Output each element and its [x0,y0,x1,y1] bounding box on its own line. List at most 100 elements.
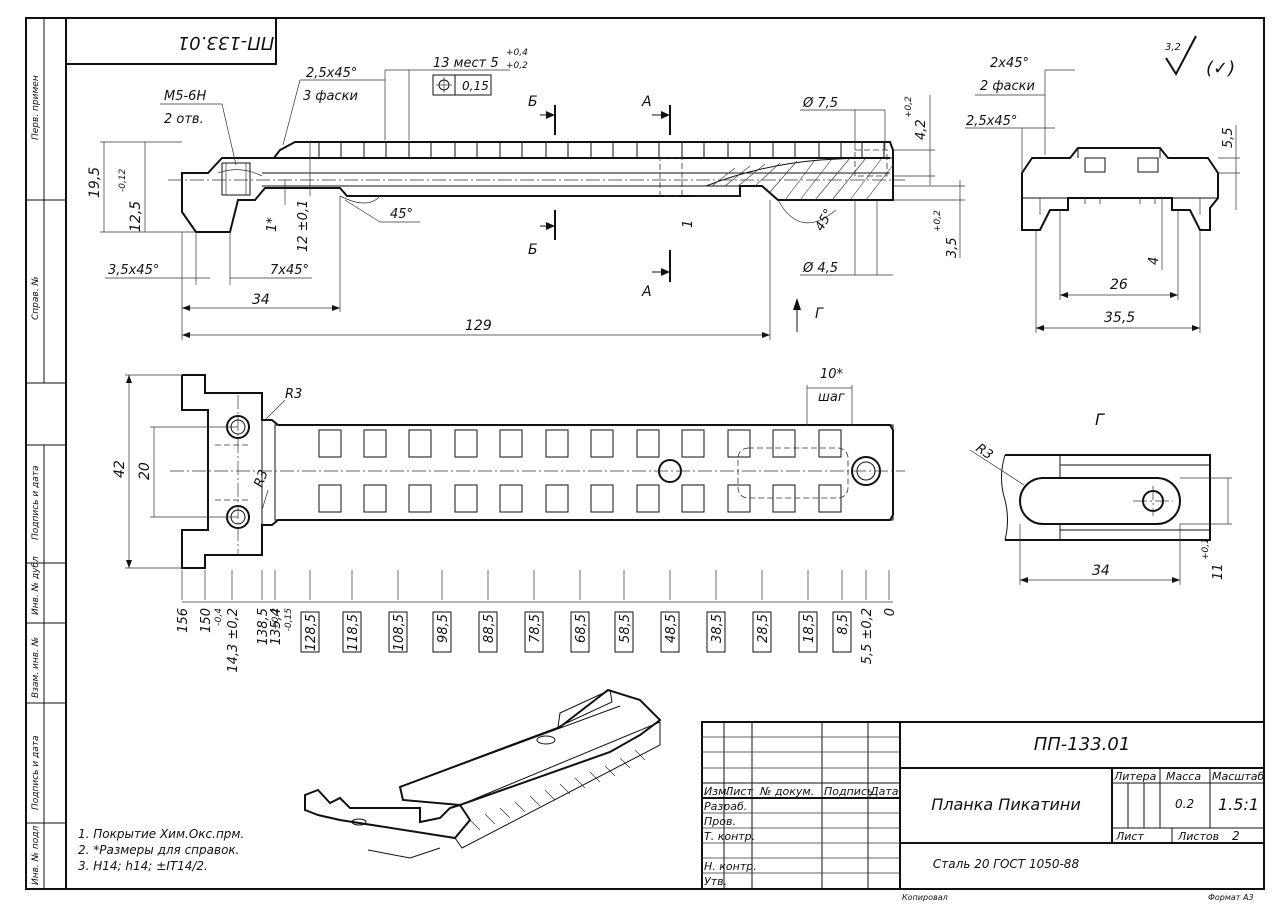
ordinate-label: 48,5 [664,614,679,643]
thread-count: 2 отв. [164,112,204,127]
section-a-top: А [641,94,652,110]
col-sign: Подпись [824,785,873,798]
diameter-4-5: Ø 4,5 [802,261,838,276]
ordinate-label: 14,3 ±0,2 [226,608,241,673]
top-slots-row-1 [318,429,842,458]
top-view [170,374,905,569]
chamfer-a-count: 3 фаски [303,89,358,104]
part-name: Планка Пикатини [931,795,1081,814]
list-label: Лист [1115,830,1144,843]
thread-label: М5-6H [164,89,206,104]
mass-value: 0.2 [1175,797,1194,811]
designation: ПП-133.01 [1034,734,1131,755]
section-b-bottom: Б [528,242,538,258]
places-tol-dn: +0,2 [506,61,528,71]
ordinate-box [524,611,544,653]
ordinate-box [388,611,408,653]
dim-4-2: 4,2 [914,119,929,140]
detail-dim-11: 11 [1211,563,1226,580]
ordinate-box [614,611,634,653]
ordinate-label: 118,5 [346,614,361,651]
col-date: Дата [869,785,899,798]
dim-12-5: 12,5 [128,201,144,232]
sheet-frame [25,17,1265,890]
chamfer-2x45-count: 2 фаски [980,79,1035,94]
strip-inv-podl: Инв. № подл [31,826,41,885]
dim-3-5: 3,5 [945,237,960,258]
dim-42: 42 [112,460,128,478]
notes: 1. Покрытие Хим.Окс.прм. 2. *Размеры для… [78,827,244,873]
ordinate-label: 88,5 [482,614,497,643]
ordinate-box [798,611,818,653]
top-stamp-text: ПП-133.01 [178,32,275,53]
chamfer-2-5: 2,5x45° [966,114,1017,129]
dim-35-5: 35,5 [1104,310,1135,326]
ordinate-box [660,611,680,653]
dim-3-5-tol: +0,2 [933,210,943,232]
diameter-7-5: Ø 7,5 [802,96,838,111]
isometric-view [304,688,662,859]
ordinate-box [478,611,498,653]
detail-g: Г R3 34 11 +0,1 [969,410,1232,585]
side-view-dims: 2x45° 2 фаски 2,5x45° 5,5 4 26 35,5 [965,56,1240,333]
ordinate-label: 150 [199,608,214,633]
kopiroval: Копировал [902,893,948,902]
dim-4-2-tol: +0,2 [904,96,914,118]
ordinate-box [300,611,320,653]
row-utv: Утв. [704,875,727,888]
ordinate-label: 135,4 [269,608,284,645]
ordinate-label: 58,5 [618,614,633,643]
roughness-value: 3,2 [1165,42,1181,53]
ordinate-box [752,611,772,653]
places-label: 13 мест 5 [433,56,499,71]
ordinate-box [832,611,852,653]
r3-b: R3 [252,468,272,489]
dim-129: 129 [465,318,492,334]
chamfer-a: 2,5x45° [306,66,357,81]
dim-12-5-tol: -0,12 [118,168,128,192]
listov-value: 2 [1232,829,1240,843]
col-izm: Изм. [704,785,730,798]
ordinate-box [570,611,590,653]
note-1: 1. Покрытие Хим.Окс.прм. [78,827,244,841]
detail-dim-34: 34 [1092,563,1110,579]
r3-a: R3 [285,387,302,402]
section-a-bottom: А [641,284,652,300]
ordinate-label: 156 [176,608,191,633]
scale-value: 1.5:1 [1218,795,1259,814]
detail-r3: R3 [973,441,996,463]
strip-podpis-1: Подпись и дата [31,465,41,540]
ordinate-label: 108,5 [392,614,407,651]
strip-sprav: Справ. № [31,276,41,320]
ordinate-label: 8,5 [836,614,851,635]
front-view [168,141,905,233]
ordinate-tolerance: -0,15 [284,608,294,632]
dim-1-star: 1* [265,217,280,232]
ordinate-label: 78,5 [528,614,543,643]
massa-label: Масса [1166,770,1201,783]
col-doc: № докум. [759,785,814,798]
strip-perv-primen: Перв. примен [31,75,41,140]
dim-19-5: 19,5 [87,167,103,198]
ordinate-label: 5,5 ±0,2 [860,608,875,664]
places-tol-up: +0,4 [506,48,528,58]
ordinate-label: 18,5 [802,614,817,643]
ordinate-label: 28,5 [756,614,771,643]
section-hatch [711,157,894,201]
side-view [1021,147,1219,231]
ordinate-label: 68,5 [574,614,589,643]
dim-34: 34 [252,292,270,308]
masshtab-label: Масштаб [1212,770,1264,783]
row-razrab: Разраб. [704,800,747,813]
top-view-dims: 42 20 R3 R3 10* шаг [112,367,853,569]
strip-podpis-2: Подпись и дата [31,735,41,810]
note-2: 2. *Размеры для справок. [78,843,239,857]
row-nkontr: Н. контр. [704,860,757,873]
row-tkontr: Т. контр. [704,830,755,843]
strip-inv-dubl: Инв. № дубл [31,556,41,615]
side-strip-labels: Перв. примен Справ. № Подпись и дата Инв… [31,75,41,885]
top-slots-row-2 [318,484,842,513]
material: Сталь 20 ГОСТ 1050-88 [933,857,1080,871]
angle-45-b: 45° [812,207,837,234]
